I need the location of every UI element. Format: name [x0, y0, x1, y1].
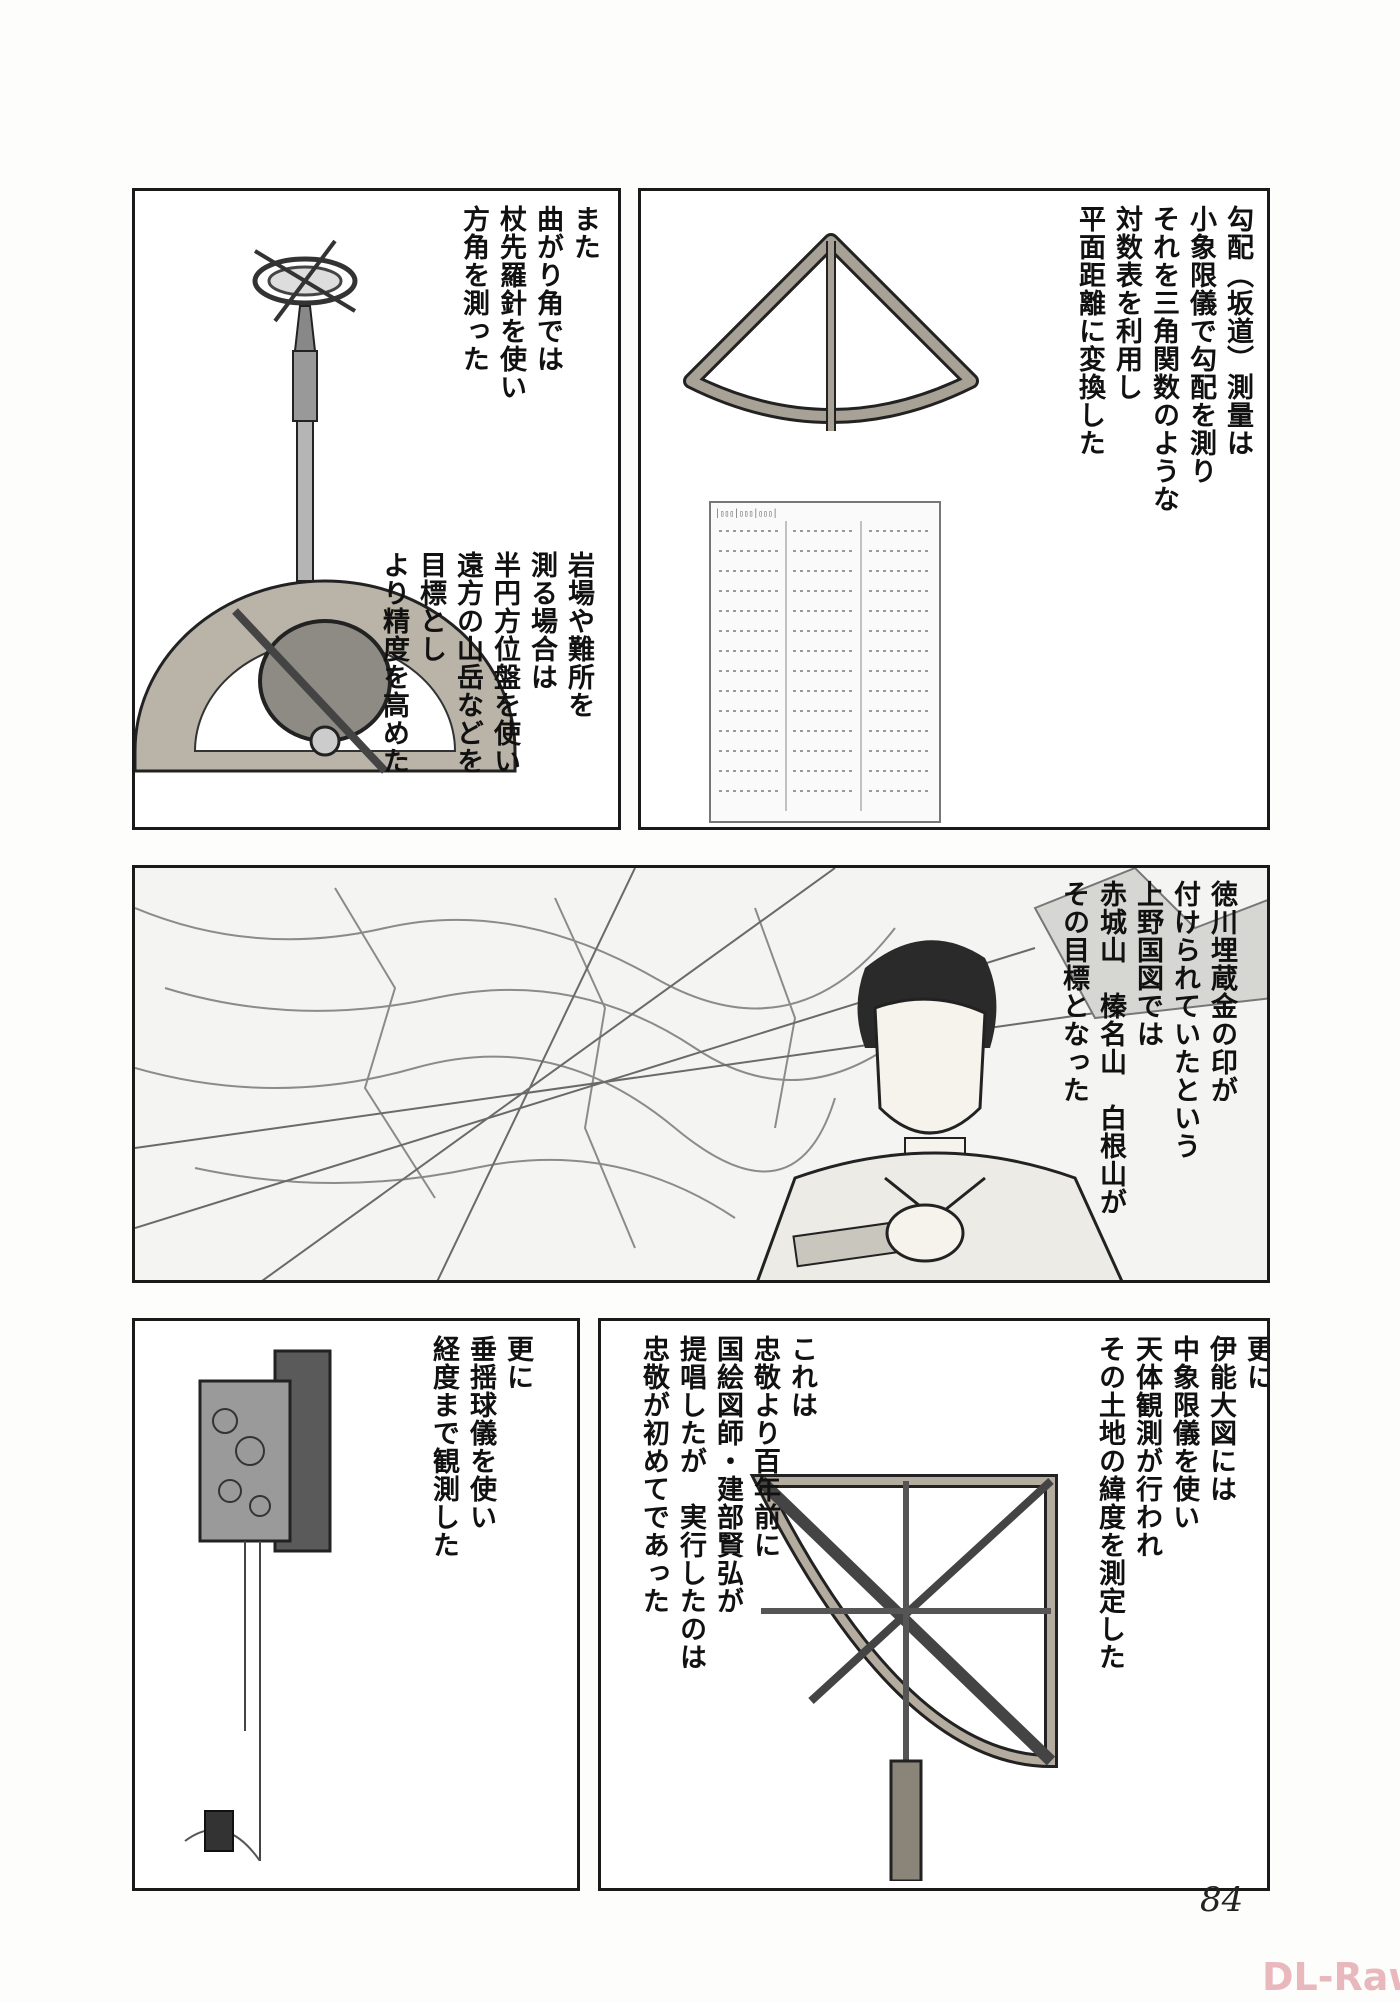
small-quadrant-illustration	[683, 233, 979, 431]
page-number: 84	[1200, 1880, 1244, 1920]
panel-compass: また 曲がり角では 杖先羅針を使い 方角を測った 岩場や難所を 測る場合は 半円…	[132, 188, 621, 830]
caption-gradient-survey: 勾配（坂道）測量は 小象限儀で勾配を測り それを三角関数のような 対数表を利用し…	[1074, 205, 1253, 513]
caption-pendulum-longitude: 更に 垂揺球儀を使い 経度まで観測した	[428, 1335, 533, 1559]
survey-map-illustration	[135, 868, 1267, 1280]
panel-map-man: 徳川埋蔵金の印が 付けられていたという 上野国図では 赤城山 榛名山 白根山が …	[132, 865, 1270, 1283]
watermark: DL-Raw.S	[1262, 1955, 1400, 1999]
logarithm-table: │▯▯▯│▯▯▯│▯▯▯│	[709, 501, 941, 823]
staff-compass-illustration	[252, 239, 358, 582]
medium-quadrant-illustration	[749, 1474, 1058, 1881]
caption-ino-large-map: 更に 伊能大図には 中象限儀を使い 天体観測が行われ その土地の緯度を測定した	[1094, 1335, 1270, 1671]
panel-quadrant: │▯▯▯│▯▯▯│▯▯▯│ 勾配（坂道）測量は 小象限儀で勾配	[638, 188, 1270, 830]
caption-takebe-katahiro: これは 忠敬より百年前に 国絵図師・建部賢弘が 提唱したが 実行したのは 忠敬が…	[638, 1335, 817, 1671]
caption-staff-compass: また 曲がり角では 杖先羅針を使い 方角を測った	[458, 205, 600, 401]
panel-large-quadrant: 更に 伊能大図には 中象限儀を使い 天体観測が行われ その土地の緯度を測定した …	[598, 1318, 1270, 1891]
caption-semicircle-plate: 岩場や難所を 測る場合は 半円方位盤を使い 遠方の山岳などを 目標とし より精度…	[378, 551, 594, 775]
pendulum-clock-illustration	[184, 1349, 332, 1861]
caption-landmark-mountains: 徳川埋蔵金の印が 付けられていたという 上野国図では 赤城山 榛名山 白根山が …	[1058, 880, 1237, 1216]
table-rows	[719, 521, 929, 811]
man-with-clipboard-illustration	[756, 940, 1124, 1280]
panel-pendulum: 更に 垂揺球儀を使い 経度まで観測した	[132, 1318, 580, 1891]
table-columns: │▯▯▯│▯▯▯│▯▯▯│	[715, 509, 778, 518]
semicircle-protractor-illustration	[135, 579, 517, 774]
